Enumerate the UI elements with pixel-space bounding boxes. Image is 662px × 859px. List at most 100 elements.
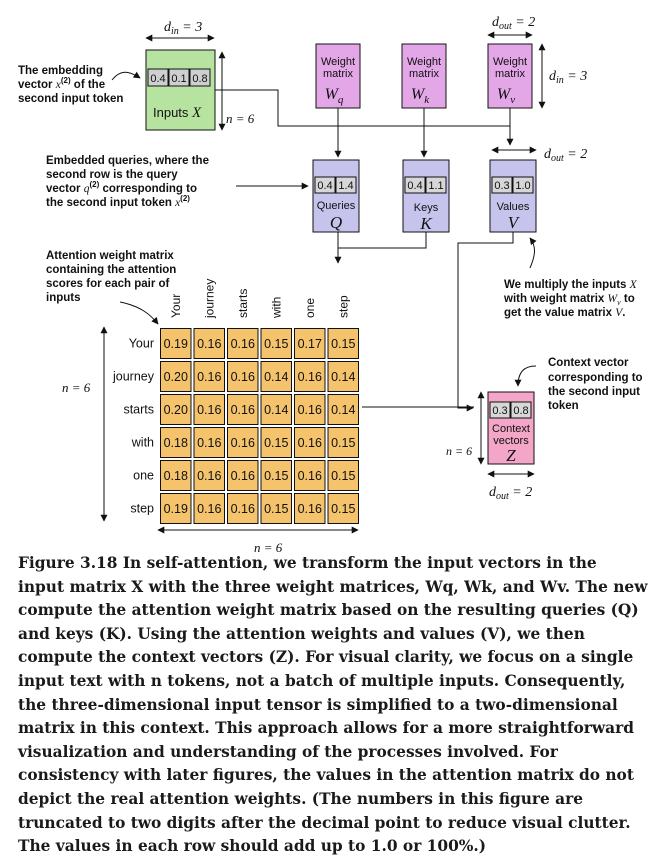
figure-caption: Figure 3.18 In self-attention, we transf…: [18, 552, 648, 859]
attention-cell: [294, 394, 326, 425]
row-header-journey: journey: [112, 370, 155, 384]
key-value-1: 0.4: [407, 180, 422, 192]
attention-value: 0.14: [264, 403, 288, 417]
attention-value: 0.15: [331, 469, 355, 483]
weight-matrix-wq: Weight matrix Wq: [315, 43, 361, 109]
attention-value: 0.16: [231, 337, 255, 351]
attention-value: 0.16: [298, 370, 322, 384]
n-left-label: n = 6: [62, 380, 91, 395]
context-annotation: Context vector corresponding to the seco…: [514, 357, 643, 412]
attention-value: 0.16: [231, 436, 255, 450]
key-value-2: 1.1: [428, 180, 443, 192]
values-symbol: V: [508, 213, 521, 232]
embedding-annotation: The embedding vector x(2) of the second …: [18, 65, 141, 105]
attention-value: 0.20: [164, 370, 188, 384]
row-header-with: with: [131, 436, 154, 450]
attention-note-line-3: scores for each pair of: [46, 278, 170, 290]
embedding-note-line-2: vector x(2) of the: [18, 76, 105, 91]
context-value-2: 0.8: [513, 405, 528, 417]
caption-text: In self-attention, we transform the inpu…: [18, 554, 648, 856]
attention-value: 0.15: [264, 436, 288, 450]
query-value-1: 0.4: [317, 180, 332, 192]
attention-note-line-1: Attention weight matrix: [46, 250, 174, 262]
attention-value: 0.16: [197, 337, 221, 351]
attention-value: 0.16: [231, 469, 255, 483]
values-note-line-2: with weight matrix Wv to: [503, 293, 635, 307]
attention-value: 0.16: [197, 436, 221, 450]
keys-block: 0.4 1.1 Keys K: [402, 159, 450, 233]
row-header-starts: starts: [123, 403, 154, 417]
attention-cell: [294, 427, 326, 458]
attention-value: 0.14: [264, 370, 288, 384]
attention-cell: [160, 427, 192, 458]
context-note-line-4: token: [548, 400, 579, 412]
attention-cell: [160, 460, 192, 491]
attention-value: 0.16: [231, 403, 255, 417]
attention-value: 0.19: [164, 502, 188, 516]
context-symbol: Z: [506, 446, 516, 465]
embedding-note-line-3: second input token: [18, 93, 123, 105]
attention-cell: [327, 427, 359, 458]
attention-cell: [327, 493, 359, 524]
attention-cell: [193, 328, 225, 359]
attention-cell: [294, 460, 326, 491]
embedding-note-line-1: The embedding: [18, 65, 103, 77]
values-note-line-3: get the value matrix V.: [504, 307, 625, 319]
attention-value: 0.15: [331, 337, 355, 351]
wv-line-1: Weight: [493, 56, 527, 68]
attention-cell: [193, 394, 225, 425]
attention-cell: [260, 361, 292, 392]
column-header-journey: journey: [202, 279, 216, 319]
column-header-step: step: [336, 295, 350, 318]
attention-annotation: Attention weight matrix containing the a…: [46, 250, 176, 325]
values-note-line-1: We multiply the inputs X: [504, 279, 638, 291]
query-value-2: 1.4: [338, 180, 353, 192]
attention-cell: [260, 427, 292, 458]
attention-cell: [160, 328, 192, 359]
values-annotation: We multiply the inputs X with weight mat…: [503, 237, 638, 319]
attention-cell: [260, 328, 292, 359]
attention-value: 0.16: [197, 502, 221, 516]
n-inputs-label: n = 6: [226, 111, 255, 126]
queries-annotation: Embedded queries, where the second row i…: [46, 155, 309, 209]
attention-value: 0.20: [164, 403, 188, 417]
attention-value: 0.17: [298, 337, 322, 351]
attention-cell: [294, 328, 326, 359]
qkv-flow-lines: [334, 232, 514, 412]
attention-cell: [227, 328, 259, 359]
keys-symbol: K: [419, 214, 433, 233]
din-right-label: din = 3: [549, 69, 587, 86]
attention-cell: [193, 361, 225, 392]
weight-matrix-wv: Weight matrix Wv: [487, 43, 533, 109]
column-header-one: one: [303, 298, 317, 318]
attention-cell: [160, 394, 192, 425]
attention-cell: [227, 427, 259, 458]
value-value-2: 1.0: [515, 180, 530, 192]
context-note-line-3: the second input: [548, 386, 640, 398]
attention-cell: [260, 493, 292, 524]
attention-value: 0.16: [197, 370, 221, 384]
attention-value: 0.14: [331, 403, 355, 417]
queries-symbol: Q: [330, 213, 342, 232]
caption-label: Figure 3.18: [18, 554, 118, 572]
dout-bottom-label: dout = 2: [489, 485, 532, 502]
din-top-label: din = 3: [164, 20, 202, 37]
attention-value: 0.18: [164, 469, 188, 483]
row-header-your: Your: [129, 337, 154, 351]
attention-value: 0.19: [164, 337, 188, 351]
attention-cell: [327, 328, 359, 359]
attention-cell: [227, 460, 259, 491]
attention-note-line-4: inputs: [46, 292, 81, 304]
dout-top-label: dout = 2: [492, 15, 535, 32]
attention-cell: [193, 493, 225, 524]
attention-cell: [260, 460, 292, 491]
keys-label: Keys: [414, 202, 439, 214]
input-value-3: 0.8: [192, 73, 207, 85]
context-value-1: 0.3: [492, 405, 507, 417]
row-header-one: one: [133, 469, 154, 483]
attention-value: 0.16: [298, 436, 322, 450]
attention-note-line-2: containing the attention: [46, 264, 176, 276]
context-label-line-2: vectors: [493, 435, 529, 447]
input-value-1: 0.4: [150, 73, 165, 85]
